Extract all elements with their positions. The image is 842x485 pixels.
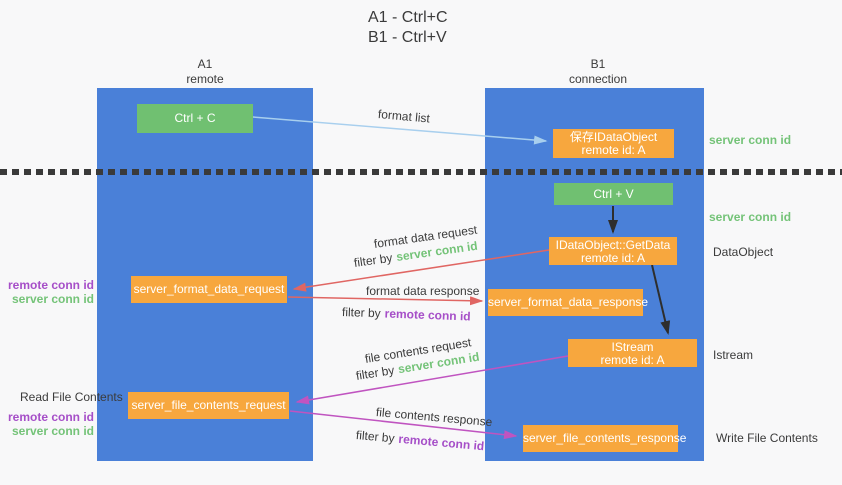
title-line-2: B1 - Ctrl+V bbox=[368, 29, 447, 46]
filter-by-text: filter by bbox=[353, 250, 394, 270]
server-conn-id-side-label: server conn id bbox=[11, 292, 94, 306]
format-response-label: server_format_data_response bbox=[488, 295, 649, 309]
ctrl-c-label: Ctrl + C bbox=[174, 111, 216, 125]
title-line-1: A1 - Ctrl+C bbox=[368, 9, 448, 26]
node-server-format-data-response: server_format_data_response bbox=[488, 289, 648, 316]
node-istream: IStream remote id: A bbox=[568, 339, 697, 367]
node-idataobject-getdata: IDataObject::GetData remote id: A bbox=[549, 237, 677, 265]
dataobject-side-label: DataObject bbox=[713, 245, 774, 259]
istream-line1: IStream bbox=[611, 340, 654, 354]
ctrl-v-label: Ctrl + V bbox=[593, 187, 634, 201]
server-conn-id-side-label-mid: server conn id bbox=[709, 210, 792, 224]
write-file-contents-label: Write File Contents bbox=[716, 431, 818, 445]
left-conn-id-group-2: remote conn id server conn id bbox=[0, 410, 94, 438]
istream-line2: remote id: A bbox=[600, 353, 665, 367]
server-conn-id-side-label-top: server conn id bbox=[709, 133, 792, 147]
file-request-label: server_file_contents_request bbox=[131, 398, 286, 412]
file-contents-response-label: file contents response bbox=[375, 405, 493, 430]
istream-side-label: Istream bbox=[713, 348, 754, 362]
lane-a1-name: A1 bbox=[197, 57, 213, 71]
node-ctrl-v: Ctrl + V bbox=[554, 183, 673, 205]
node-server-format-data-request: server_format_data_request bbox=[131, 276, 287, 303]
filter-by-text: filter by bbox=[341, 305, 381, 321]
left-conn-id-group-1: remote conn id server conn id bbox=[0, 278, 94, 306]
lane-b1-name: B1 bbox=[590, 57, 606, 71]
save-idataobject-line2: remote id: A bbox=[581, 143, 646, 157]
remote-conn-id-side-label: remote conn id bbox=[7, 278, 94, 292]
remote-conn-id-side-label: remote conn id bbox=[7, 410, 94, 424]
server-conn-id-side-label: server conn id bbox=[11, 424, 94, 438]
lane-b1-subtitle: connection bbox=[568, 72, 628, 86]
lane-header-b1: B1 connection bbox=[538, 57, 658, 87]
remote-conn-id-text: remote conn id bbox=[384, 306, 471, 324]
session-divider-dotted-line bbox=[0, 169, 842, 175]
read-file-contents-label: Read File Contents bbox=[20, 390, 123, 404]
save-idataobject-line1: 保存IDataObject bbox=[569, 130, 658, 144]
diagram-title: A1 - Ctrl+C B1 - Ctrl+V bbox=[368, 8, 448, 48]
node-ctrl-c: Ctrl + C bbox=[137, 104, 253, 133]
lane-a1-subtitle: remote bbox=[186, 72, 224, 86]
format-request-label: server_format_data_request bbox=[133, 282, 285, 296]
node-save-idataobject: 保存IDataObject remote id: A bbox=[553, 129, 674, 158]
getdata-line2: remote id: A bbox=[580, 251, 646, 265]
format-data-response-label: format data response bbox=[366, 284, 480, 298]
format-list-label: format list bbox=[377, 107, 431, 126]
remote-conn-id-text: remote conn id bbox=[397, 431, 485, 454]
file-response-label: server_file_contents_response bbox=[523, 431, 687, 445]
filter-by-text: filter by bbox=[354, 363, 396, 383]
getdata-line1: IDataObject::GetData bbox=[555, 238, 671, 252]
filter-by-text: filter by bbox=[355, 428, 396, 446]
node-server-file-contents-response: server_file_contents_response bbox=[523, 425, 686, 452]
lane-header-a1: A1 remote bbox=[145, 57, 265, 87]
node-server-file-contents-request: server_file_contents_request bbox=[128, 392, 289, 419]
